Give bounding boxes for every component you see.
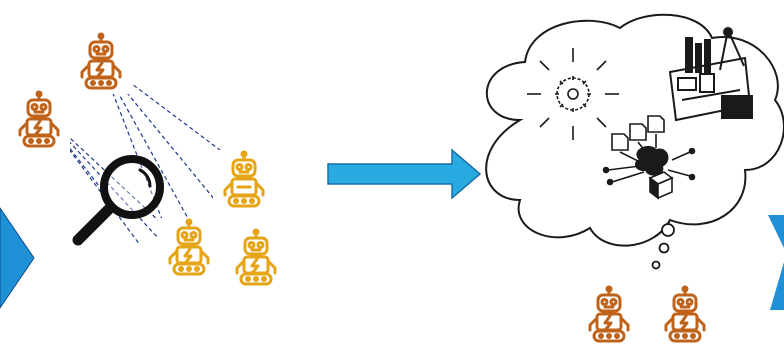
robot-icon xyxy=(213,150,275,212)
robot-icon xyxy=(8,90,70,152)
robot-icon xyxy=(70,32,132,94)
thought-cloud xyxy=(485,13,784,270)
right-chevron-lower-icon xyxy=(770,262,784,310)
right-chevron-icon xyxy=(768,215,784,248)
gear-icon xyxy=(527,48,619,140)
blueprint-toolkit-icon xyxy=(668,27,753,122)
thought-bubble xyxy=(651,260,661,270)
brain-network-icon xyxy=(602,115,696,200)
robot-icon xyxy=(225,228,287,290)
thought-bubble xyxy=(661,223,675,237)
robot-icon xyxy=(158,218,220,280)
robot-icon xyxy=(654,285,716,347)
robot-icon xyxy=(578,285,640,347)
left-chevron-icon xyxy=(0,207,35,309)
right-arrow-icon xyxy=(327,148,482,200)
magnifying-glass-icon xyxy=(72,155,164,246)
thought-bubble xyxy=(658,242,670,254)
